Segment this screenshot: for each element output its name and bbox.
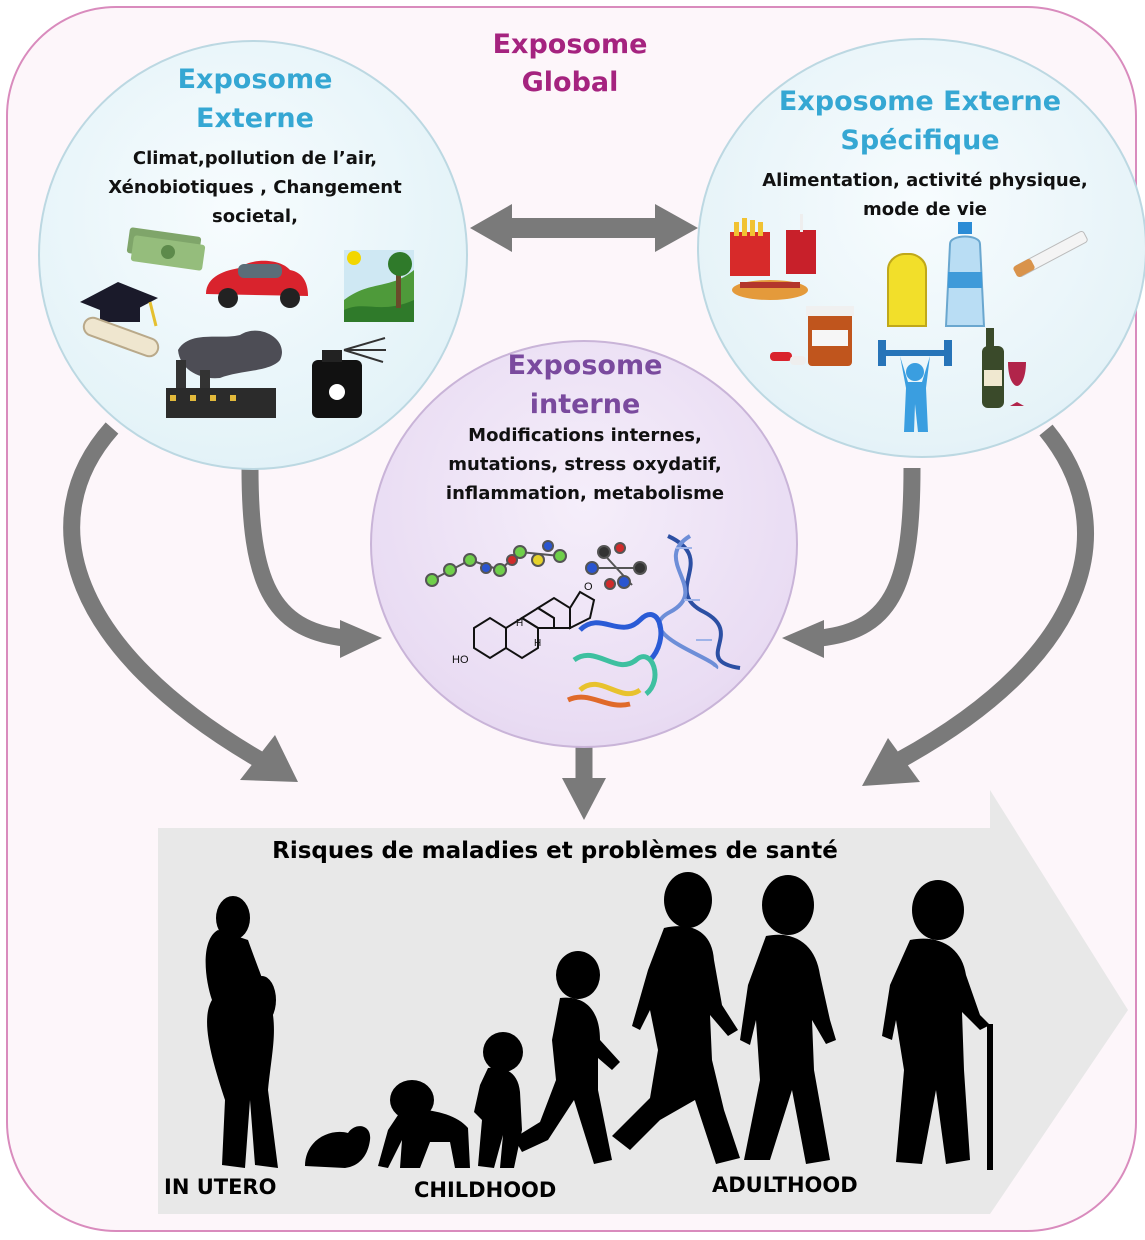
specific-desc-line2: mode de vie	[863, 199, 987, 220]
global-title-line1: Exposome	[492, 29, 648, 60]
water-bottle-icon	[944, 222, 986, 327]
crawling-baby-silhouette	[378, 1080, 470, 1168]
cigarette-icon	[1013, 230, 1088, 278]
arrowhead-internal-outcome	[562, 778, 606, 820]
protein-icon	[566, 612, 664, 708]
internal-description: Modifications internes, mutations, stres…	[420, 421, 750, 508]
global-title: Exposome Global	[480, 26, 660, 102]
factory-smoke-icon	[166, 330, 282, 418]
external-desc-line3: societal,	[212, 206, 298, 227]
external-title-line2: Externe	[196, 103, 314, 134]
landscape-icon	[344, 250, 414, 322]
stage-childhood: CHILDHOOD	[414, 1178, 557, 1202]
money-icon	[126, 227, 206, 271]
molecule-label-h1: H	[534, 638, 541, 649]
fast-food-icon	[730, 214, 816, 300]
arrowhead-spec-outcome	[862, 738, 920, 786]
external-description: Climat,pollution de l’air, Xénobiotiques…	[90, 144, 420, 231]
molecule-label-ho: HO	[452, 654, 469, 666]
external-title: Exposome Externe	[150, 60, 360, 138]
global-title-line2: Global	[521, 67, 619, 98]
pregnant-woman-silhouette	[205, 896, 278, 1168]
adult-man-silhouette	[740, 875, 836, 1164]
outcome-title: Risques de maladies et problèmes de sant…	[272, 838, 838, 864]
baby-silhouette	[305, 1126, 371, 1168]
internal-desc-line1: Modifications internes,	[468, 425, 702, 446]
internal-title-line2: interne	[529, 389, 641, 420]
molecule-small-icon	[585, 542, 647, 590]
pills-icon	[770, 352, 806, 365]
child-silhouette	[514, 951, 620, 1164]
molecule-icon	[425, 540, 567, 587]
arrowhead-ext-outcome	[240, 735, 298, 782]
specific-title-line1: Exposome Externe	[778, 86, 1062, 117]
arrow-external-to-outcome	[63, 422, 265, 768]
arrow-specific-to-internal	[818, 467, 921, 647]
stage-adulthood: ADULTHOOD	[712, 1173, 858, 1197]
internal-desc-line3: inflammation, metabolisme	[445, 483, 725, 504]
arrow-external-to-internal	[241, 467, 347, 647]
dna-icon	[657, 534, 741, 670]
steroid-structure-icon	[473, 590, 596, 660]
internal-title: Exposome interne	[480, 346, 690, 424]
specific-description: Alimentation, activité physique, mode de…	[735, 166, 1115, 224]
internal-exposome-circle	[370, 340, 798, 748]
specific-desc-line1: Alimentation, activité physique,	[762, 170, 1088, 191]
double-arrow	[470, 204, 698, 252]
external-desc-line2: Xénobiotiques , Changement	[108, 177, 402, 198]
arrowhead-spec-internal	[782, 620, 824, 658]
external-desc-line1: Climat,pollution de l’air,	[132, 148, 378, 169]
elderly-man-silhouette	[882, 880, 993, 1170]
weightlifter-icon	[878, 340, 952, 432]
medicine-bottle-icon	[806, 306, 854, 366]
diploma-icon	[82, 316, 160, 358]
wine-icon	[982, 328, 1026, 408]
specific-title: Exposome Externe Spécifique	[760, 82, 1080, 160]
internal-title-line1: Exposome	[507, 350, 663, 381]
molecule-label-h2: H	[516, 618, 523, 629]
molecule-label-o: O	[584, 581, 593, 593]
toxic-can-icon	[312, 337, 386, 418]
external-title-line1: Exposome	[177, 64, 333, 95]
arrowhead-ext-internal	[340, 620, 382, 658]
car-icon	[206, 260, 308, 308]
young-man-silhouette	[612, 872, 740, 1164]
stage-in-utero: IN UTERO	[164, 1175, 277, 1199]
specific-title-line2: Spécifique	[840, 125, 1000, 156]
graduation-cap-icon	[80, 282, 158, 327]
yellow-bottle-icon	[887, 253, 927, 327]
arrow-specific-to-outcome	[895, 424, 1094, 768]
cane-icon	[987, 1024, 993, 1170]
internal-desc-line2: mutations, stress oxydatif,	[448, 454, 722, 475]
toddler-silhouette	[474, 1032, 523, 1168]
